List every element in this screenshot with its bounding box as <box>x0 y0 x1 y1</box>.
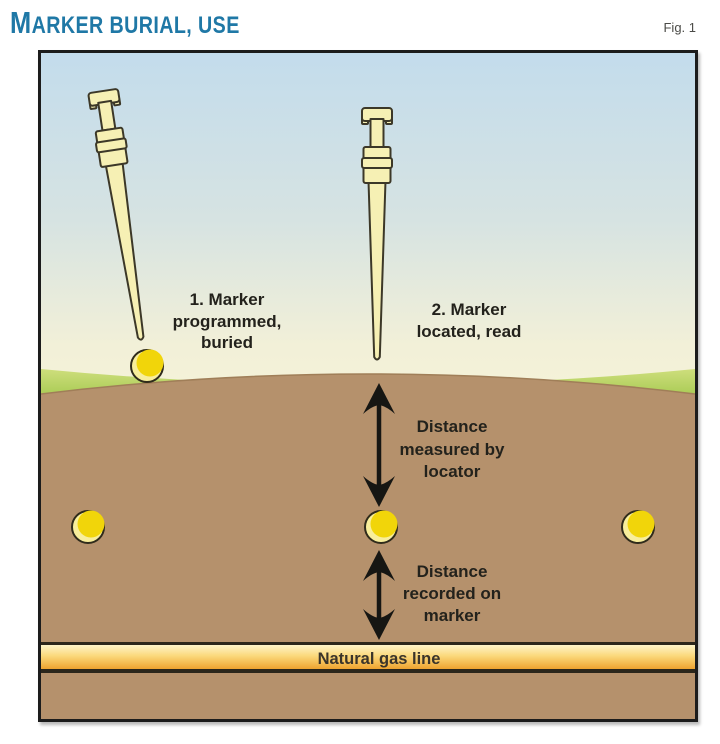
gas-line-label: Natural gas line <box>318 650 441 668</box>
diagram-frame: Natural gas line <box>38 50 698 722</box>
soil-ground <box>41 374 695 719</box>
distance-measured-line3: locator <box>424 462 481 481</box>
step1-label: 1. Marker programmed, buried <box>173 290 282 352</box>
step2-label: 2. Marker located, read <box>417 300 522 341</box>
step1-label-line1: 1. Marker <box>190 290 265 309</box>
marker-ball-right-buried <box>621 510 655 544</box>
figure-label: Fig. 1 <box>663 20 696 35</box>
distance-measured-label: Distance measured by locator <box>400 417 505 481</box>
distance-measured-line2: measured by <box>400 440 505 459</box>
page-title: MARKER BURIAL, USE <box>10 4 240 43</box>
distance-recorded-line1: Distance <box>417 562 488 581</box>
distance-measured-arrow <box>363 383 395 507</box>
distance-recorded-line3: marker <box>424 606 481 625</box>
step1-label-line3: buried <box>201 333 253 352</box>
gas-line-pipe <box>41 645 695 669</box>
marker-burial-diagram: Natural gas line <box>41 53 695 719</box>
distance-recorded-line2: recorded on <box>403 584 501 603</box>
step2-label-line1: 2. Marker <box>432 300 507 319</box>
distance-recorded-label: Distance recorded on marker <box>403 562 501 625</box>
step1-label-line2: programmed, <box>173 312 282 331</box>
distance-recorded-arrow <box>363 550 395 640</box>
distance-measured-line1: Distance <box>417 417 488 436</box>
marker-ball-surface <box>130 349 164 383</box>
marker-ball-left-buried <box>71 510 105 544</box>
marker-ball-center-buried <box>364 510 398 544</box>
gas-line-band: Natural gas line <box>41 642 695 673</box>
title-rest: ARKER BURIAL, USE <box>31 12 240 39</box>
ground-surface-line <box>41 373 695 395</box>
step2-label-line2: located, read <box>417 322 522 341</box>
title-initial: M <box>10 5 32 40</box>
